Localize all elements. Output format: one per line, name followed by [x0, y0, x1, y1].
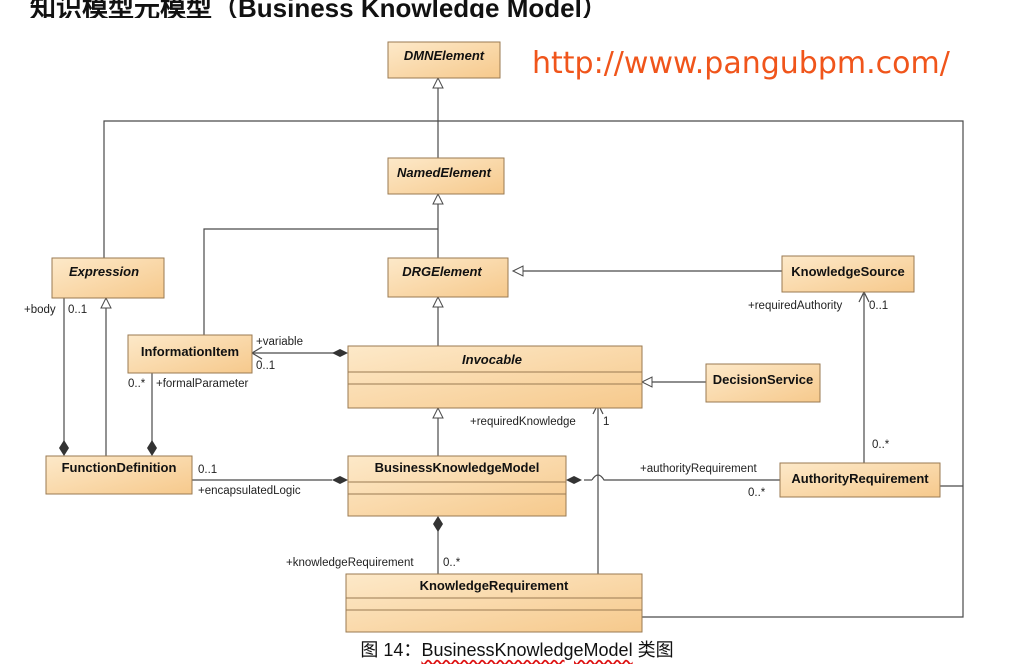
label-required-knowledge-mult: 1	[603, 416, 609, 428]
label-authority-top-mult: 0..*	[872, 439, 890, 451]
caption-prefix: 图 14：	[360, 640, 422, 660]
class-dmn-element[interactable]: DMNElement	[387, 41, 501, 79]
watermark-url: http://www.pangubpm.com/	[532, 46, 950, 81]
tri-dmn	[432, 76, 444, 89]
class-knowledge-source[interactable]: KnowledgeSource	[781, 255, 915, 293]
class-information-item[interactable]: InformationItem	[127, 334, 253, 374]
tri-named	[432, 192, 444, 205]
svg-text:Expression: Expression	[69, 264, 139, 279]
svg-text:InformationItem: InformationItem	[141, 344, 239, 359]
connectors	[59, 76, 964, 618]
diamond-knowledge-req	[433, 516, 443, 532]
label-variable-mult: 0..1	[256, 360, 275, 372]
svg-text:BusinessKnowledgeModel: BusinessKnowledgeModel	[375, 460, 540, 475]
label-authority-req: +authorityRequirement	[640, 463, 757, 475]
gen-info-named	[203, 228, 438, 335]
diamond-variable	[332, 349, 348, 357]
svg-text:AuthorityRequirement: AuthorityRequirement	[791, 471, 929, 486]
label-encap-logic: +encapsulatedLogic	[198, 485, 301, 497]
label-formal-param-mult: 0..*	[128, 378, 146, 390]
class-diagram: DMNElement NamedElement Expression DRGEl…	[24, 41, 964, 633]
diamond-authority	[566, 476, 582, 484]
label-formal-param: +formalParameter	[156, 378, 249, 390]
assoc-authority	[591, 474, 780, 481]
svg-text:DecisionService: DecisionService	[713, 372, 813, 387]
class-decision-service[interactable]: DecisionService	[705, 363, 821, 403]
label-knowledge-req: +knowledgeRequirement	[286, 557, 414, 569]
svg-text:DRGElement: DRGElement	[402, 264, 482, 279]
svg-text:FunctionDefinition: FunctionDefinition	[62, 460, 177, 475]
tri-expression	[100, 296, 112, 309]
class-function-definition[interactable]: FunctionDefinition	[45, 455, 193, 495]
association-labels: +body 0..1 +variable 0..1 0..* +formalPa…	[24, 300, 890, 569]
caption-suffix: 类图	[632, 640, 674, 660]
svg-text:DMNElement: DMNElement	[404, 48, 485, 63]
class-drg-element[interactable]: DRGElement	[387, 257, 509, 298]
tri-invocable	[432, 406, 444, 419]
diamond-encapsulated	[332, 476, 348, 484]
svg-text:KnowledgeSource: KnowledgeSource	[791, 264, 904, 279]
class-expression[interactable]: Expression	[51, 257, 165, 299]
kr-loop	[642, 486, 964, 618]
label-required-knowledge: +requiredKnowledge	[470, 416, 576, 428]
label-required-authority: +requiredAuthority	[748, 300, 843, 312]
diamond-body	[59, 440, 69, 456]
label-knowledge-req-mult: 0..*	[443, 557, 461, 569]
figure-caption: 图 14：BusinessKnowledgeModel 类图	[0, 636, 1034, 662]
class-business-knowledge-model[interactable]: BusinessKnowledgeModel	[347, 455, 567, 517]
label-body: +body	[24, 304, 56, 316]
class-authority-requirement[interactable]: AuthorityRequirement	[779, 462, 941, 498]
svg-text:NamedElement: NamedElement	[397, 165, 492, 180]
class-named-element[interactable]: NamedElement	[387, 157, 505, 195]
class-knowledge-requirement[interactable]: KnowledgeRequirement	[345, 573, 643, 633]
diamond-formal-param	[147, 440, 157, 456]
caption-name: BusinessKnowledgeModel	[421, 640, 633, 660]
label-required-authority-mult: 0..1	[869, 300, 888, 312]
label-body-mult: 0..1	[68, 304, 87, 316]
class-invocable[interactable]: Invocable	[347, 345, 643, 409]
gen-expression-named	[103, 120, 964, 486]
tri-drg	[432, 295, 444, 308]
tri-drg-side	[511, 265, 524, 277]
label-variable: +variable	[256, 336, 303, 348]
svg-text:KnowledgeRequirement: KnowledgeRequirement	[420, 578, 569, 593]
svg-text:Invocable: Invocable	[462, 352, 522, 367]
label-authority-req-mult: 0..*	[748, 487, 766, 499]
label-encap-mult: 0..1	[198, 464, 217, 476]
tri-invocable-side	[640, 376, 653, 388]
page-heading: 知识模型元模型（Business Knowledge Model）	[30, 0, 608, 18]
